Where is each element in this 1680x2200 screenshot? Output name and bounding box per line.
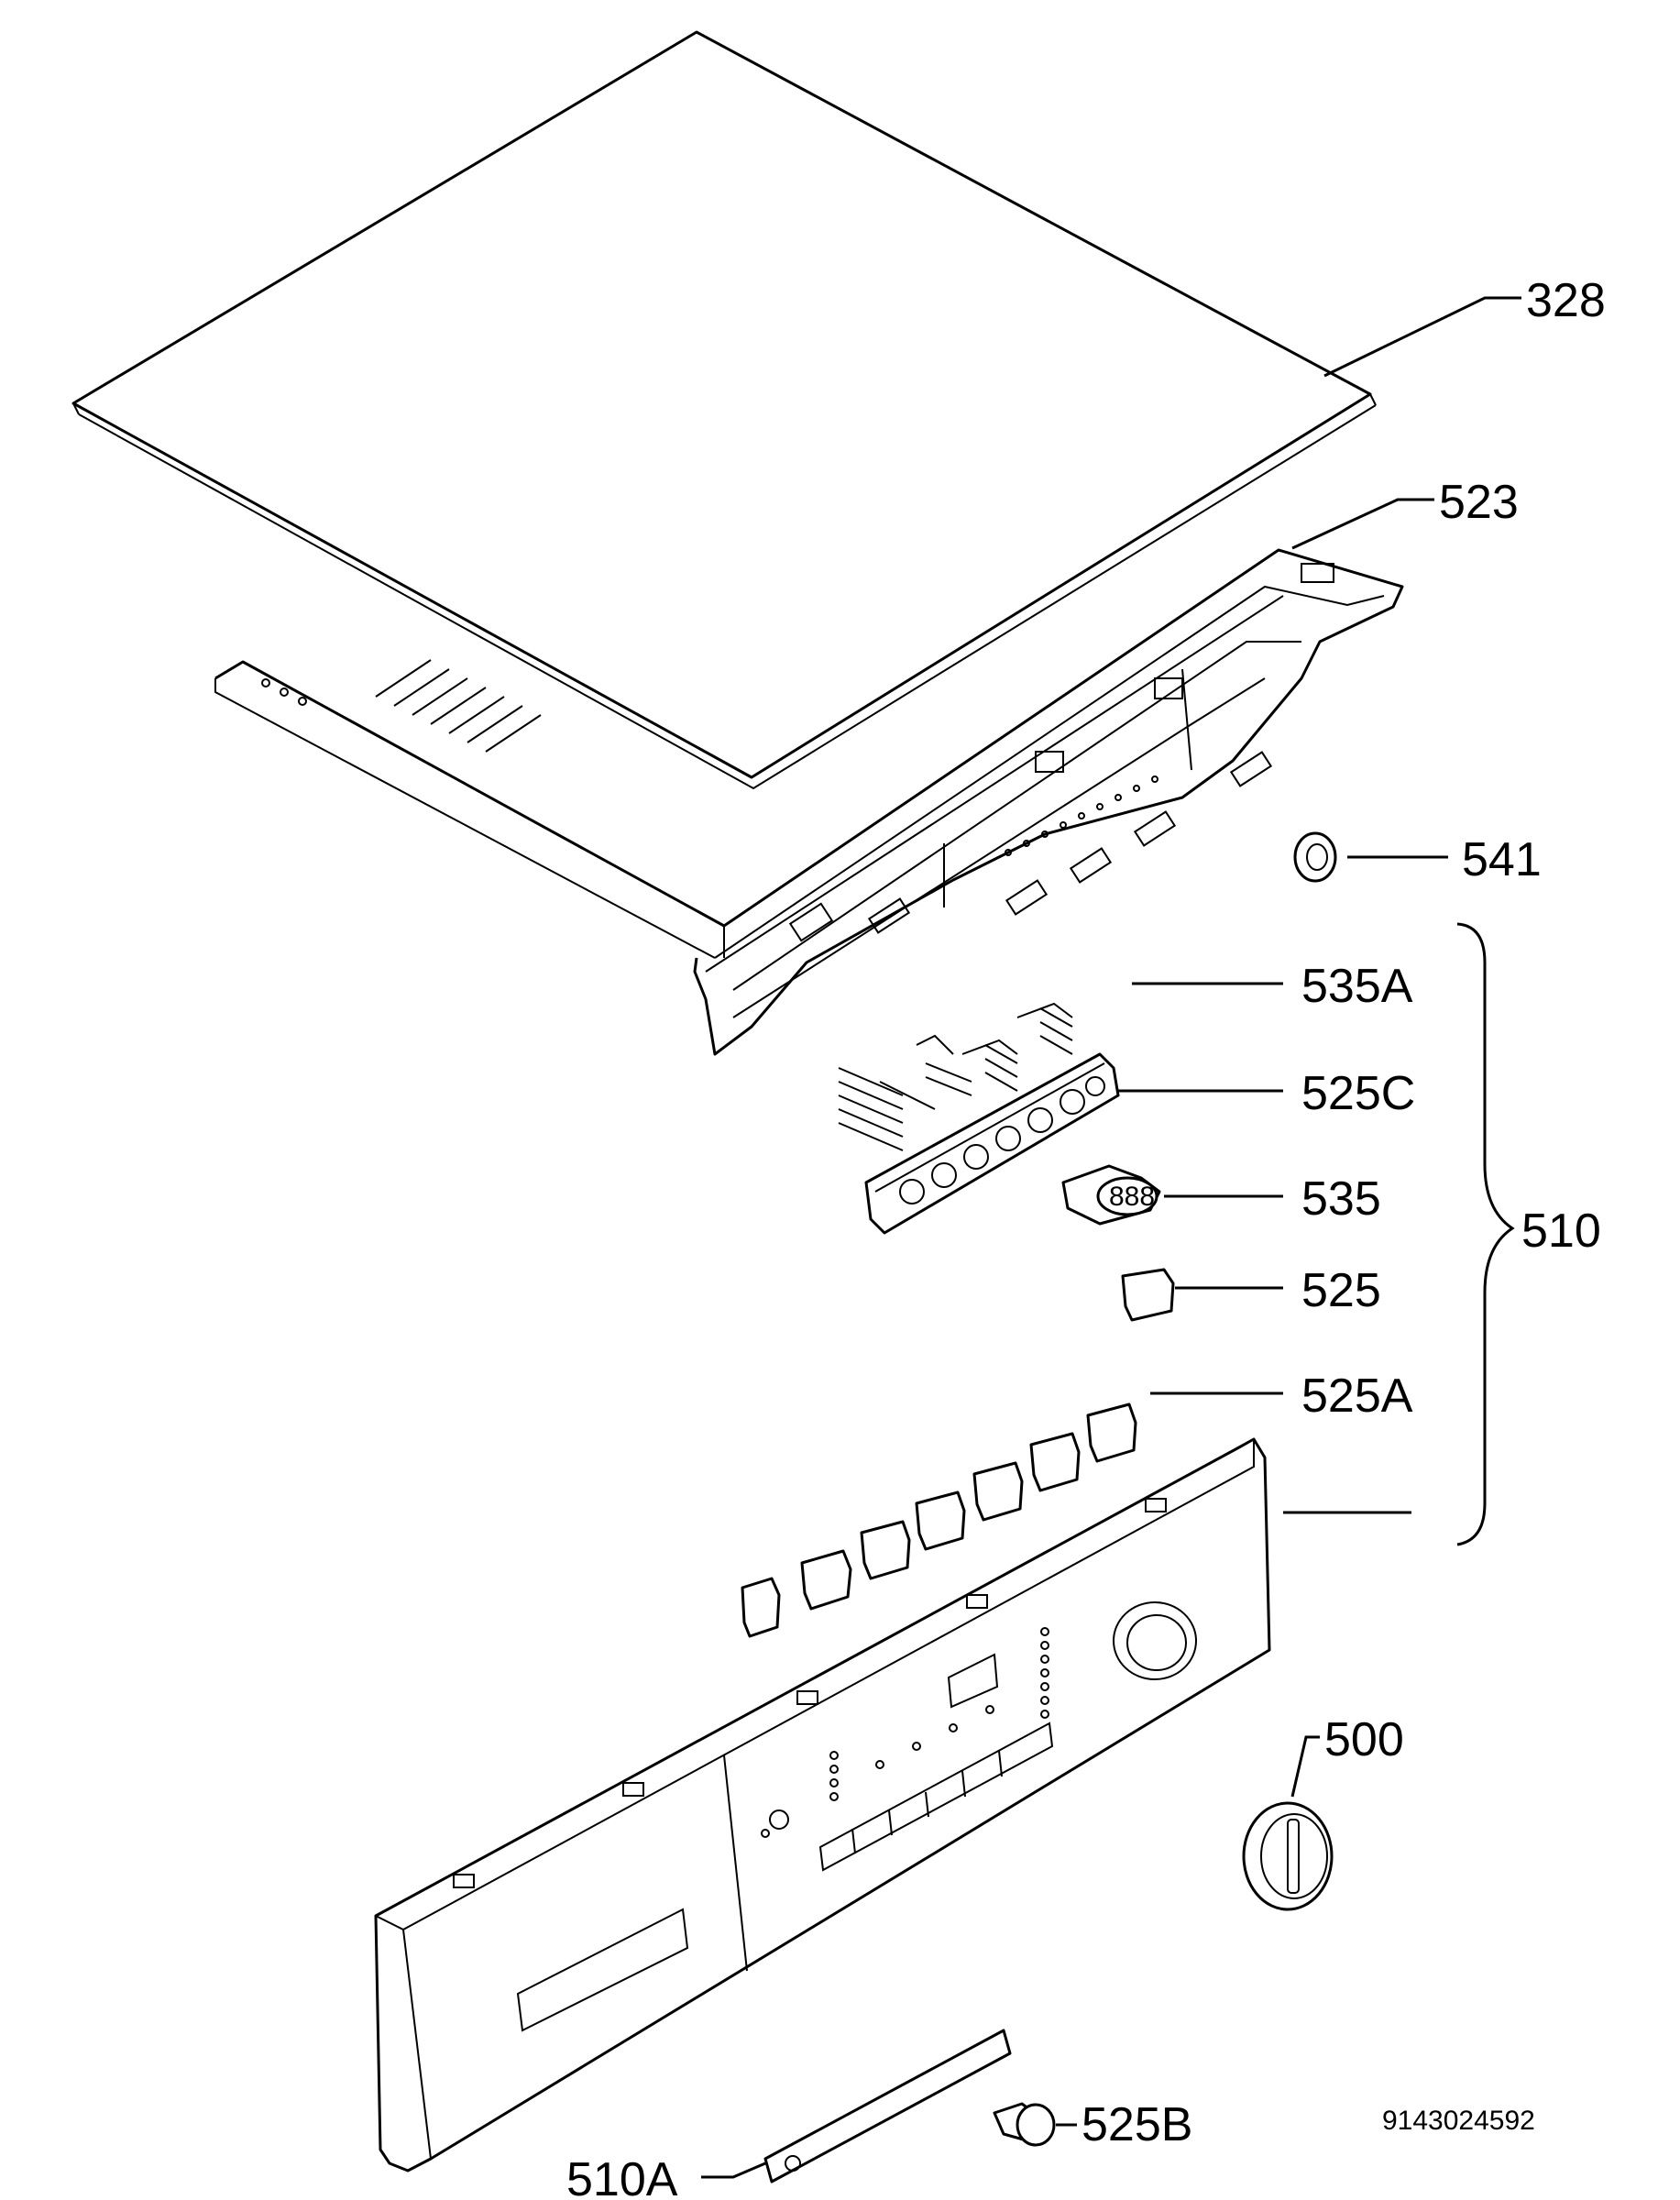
part-510-control-panel [374,1437,1271,2172]
callout-328: 328 [1323,274,1606,378]
part-500-knob [1242,1801,1334,1911]
vent-grille [375,659,542,753]
part-525A-button-row [741,1402,1137,1638]
label-535A: 535A [1301,960,1413,1013]
part-523-panel-frame [214,548,1404,1056]
part-535A-light-guides [961,1002,1073,1092]
label-525B: 525B [1082,2098,1192,2151]
callout-525: 525 [1175,1264,1381,1317]
callout-535: 535 [1164,1172,1381,1226]
label-523: 523 [1439,476,1519,529]
callout-525B: 525B [1056,2098,1192,2151]
callout-500: 500 [1290,1713,1404,1798]
callout-510: 510 [1283,922,1601,1546]
drawing-number: 9143024592 [1382,2106,1535,2136]
callout-541: 541 [1347,833,1542,886]
part-541-ring [1293,831,1337,883]
label-525: 525 [1301,1264,1381,1317]
label-510: 510 [1521,1204,1601,1258]
callout-510A: 510A [566,2153,766,2200]
part-525C-light-guide-set [838,1034,972,1151]
callout-523: 523 [1291,476,1519,550]
label-541: 541 [1462,833,1542,886]
label-525C: 525C [1301,1067,1415,1120]
label-525A: 525A [1301,1370,1413,1423]
part-525-button [1121,1268,1175,1322]
label-328: 328 [1526,274,1606,327]
label-510A: 510A [566,2153,678,2200]
label-535: 535 [1301,1172,1381,1226]
callout-535A: 535A [1132,960,1413,1013]
part-535-display: 888 [1061,1164,1161,1226]
part-525B-button [993,2102,1056,2147]
part-510A-panel-strip [763,2029,1012,2184]
svg-text:888: 888 [1109,1182,1155,1212]
part-328-top-cover [71,30,1377,790]
callout-525C: 525C [1118,1067,1415,1120]
label-500: 500 [1324,1713,1404,1766]
part-button-holder-bar [864,1052,1120,1235]
callout-525A: 525A [1150,1370,1413,1423]
